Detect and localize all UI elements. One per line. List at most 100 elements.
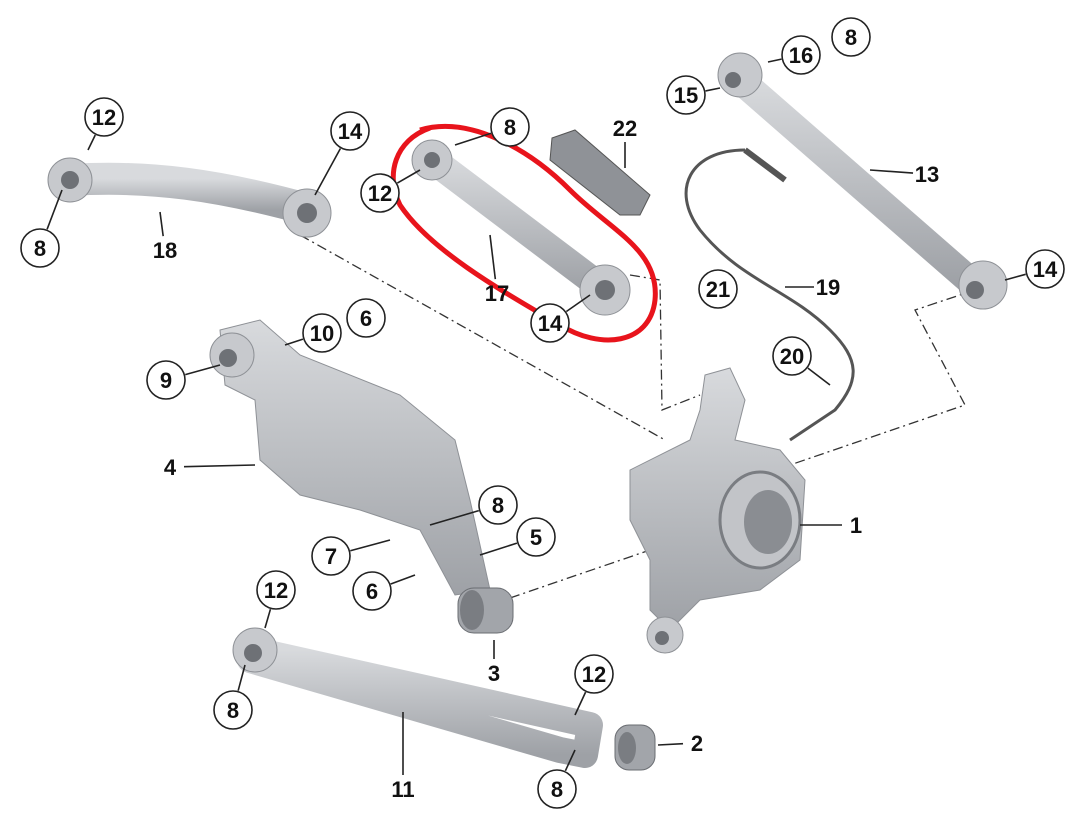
label-text: 12 <box>264 578 288 603</box>
label-text: 3 <box>488 661 500 686</box>
part-label-14: 14 <box>330 111 370 151</box>
leader-line <box>185 364 221 376</box>
label-text: 14 <box>538 311 563 336</box>
label-text: 11 <box>391 777 414 802</box>
label-text: 4 <box>164 455 177 480</box>
leader-line <box>429 509 480 526</box>
part-label-3: 3 <box>488 661 500 686</box>
control-arm-11 <box>232 627 603 768</box>
leader-line <box>564 749 576 772</box>
label-text: 8 <box>492 493 504 518</box>
label-text: 8 <box>227 698 239 723</box>
label-circle <box>516 517 556 557</box>
part-label-19: 19 <box>816 275 840 300</box>
leader-lines <box>46 58 1026 775</box>
leader-line <box>657 742 684 746</box>
part-label-6: 6 <box>352 571 392 611</box>
part-label-12: 12 <box>256 570 296 610</box>
leader-line <box>565 294 591 313</box>
label-text: 17 <box>485 281 509 306</box>
label-circle <box>831 17 871 57</box>
part-label-8: 8 <box>537 769 577 809</box>
label-circle <box>20 228 60 268</box>
control-arm-17 <box>411 139 631 316</box>
part-label-13: 13 <box>915 162 939 187</box>
wheel-carrier-1 <box>629 367 806 654</box>
part-label-20: 20 <box>772 336 812 376</box>
bushing-3 <box>457 587 514 634</box>
label-text: 22 <box>613 116 637 141</box>
part-label-8: 8 <box>213 690 253 730</box>
label-circle <box>490 107 530 147</box>
part-label-8: 8 <box>490 107 530 147</box>
sensor-cable-19 <box>684 147 855 442</box>
label-text: 19 <box>816 275 840 300</box>
label-text: 14 <box>338 119 363 144</box>
leader-line <box>869 169 914 174</box>
label-text: 9 <box>160 368 172 393</box>
leader-line <box>284 338 304 346</box>
label-circle <box>360 173 400 213</box>
leader-line <box>705 87 721 92</box>
part-label-10: 10 <box>302 313 342 353</box>
leader-line <box>489 234 497 280</box>
label-text: 18 <box>153 238 177 263</box>
label-text: 8 <box>551 777 563 802</box>
part-label-11: 11 <box>391 777 414 802</box>
label-text: 12 <box>368 181 392 206</box>
part-label-12: 12 <box>84 97 124 137</box>
part-label-12: 12 <box>574 654 614 694</box>
label-text: 15 <box>674 83 698 108</box>
part-label-1: 1 <box>850 513 862 538</box>
leader-line <box>46 189 63 230</box>
part-label-18: 18 <box>153 238 177 263</box>
label-circle <box>302 313 342 353</box>
label-circle <box>84 97 124 137</box>
leader-line <box>574 691 587 716</box>
label-text: 20 <box>780 344 804 369</box>
part-label-17: 17 <box>485 281 509 306</box>
leader-line <box>396 169 421 184</box>
leader-line <box>159 211 164 237</box>
parts <box>47 52 1008 771</box>
leader-line <box>1004 273 1026 281</box>
label-circle <box>772 336 812 376</box>
label-circle <box>781 35 821 75</box>
part-label-15: 15 <box>666 75 706 115</box>
part-label-5: 5 <box>516 517 556 557</box>
trailing-arm-4 <box>209 319 491 596</box>
part-label-12: 12 <box>360 173 400 213</box>
part-label-14: 14 <box>530 303 570 343</box>
label-text: 5 <box>530 525 542 550</box>
leader-line <box>807 367 831 386</box>
label-text: 8 <box>34 236 46 261</box>
label-circle <box>1025 249 1065 289</box>
part-label-7: 7 <box>311 536 351 576</box>
label-circle <box>346 298 386 338</box>
part-label-6: 6 <box>346 298 386 338</box>
leader-line <box>314 148 342 196</box>
label-circle <box>478 485 518 525</box>
label-text: 8 <box>845 25 857 50</box>
highlight-circle <box>390 124 658 343</box>
leader-line <box>264 608 272 629</box>
label-circle <box>146 360 186 400</box>
label-text: 6 <box>360 306 372 331</box>
leader-line <box>454 132 492 146</box>
label-text: 8 <box>504 115 516 140</box>
label-text: 12 <box>582 662 606 687</box>
part-label-16: 16 <box>781 35 821 75</box>
part-label-14: 14 <box>1025 249 1065 289</box>
leader-line <box>479 542 518 556</box>
label-circle <box>530 303 570 343</box>
part-label-8: 8 <box>831 17 871 57</box>
part-label-8: 8 <box>478 485 518 525</box>
bushing-2 <box>614 724 656 771</box>
leader-line <box>350 539 391 552</box>
bracket-22 <box>549 129 651 216</box>
label-text: 7 <box>325 544 337 569</box>
assembly-lines <box>299 234 976 599</box>
label-text: 12 <box>92 105 116 130</box>
control-arm-13 <box>717 52 1008 310</box>
